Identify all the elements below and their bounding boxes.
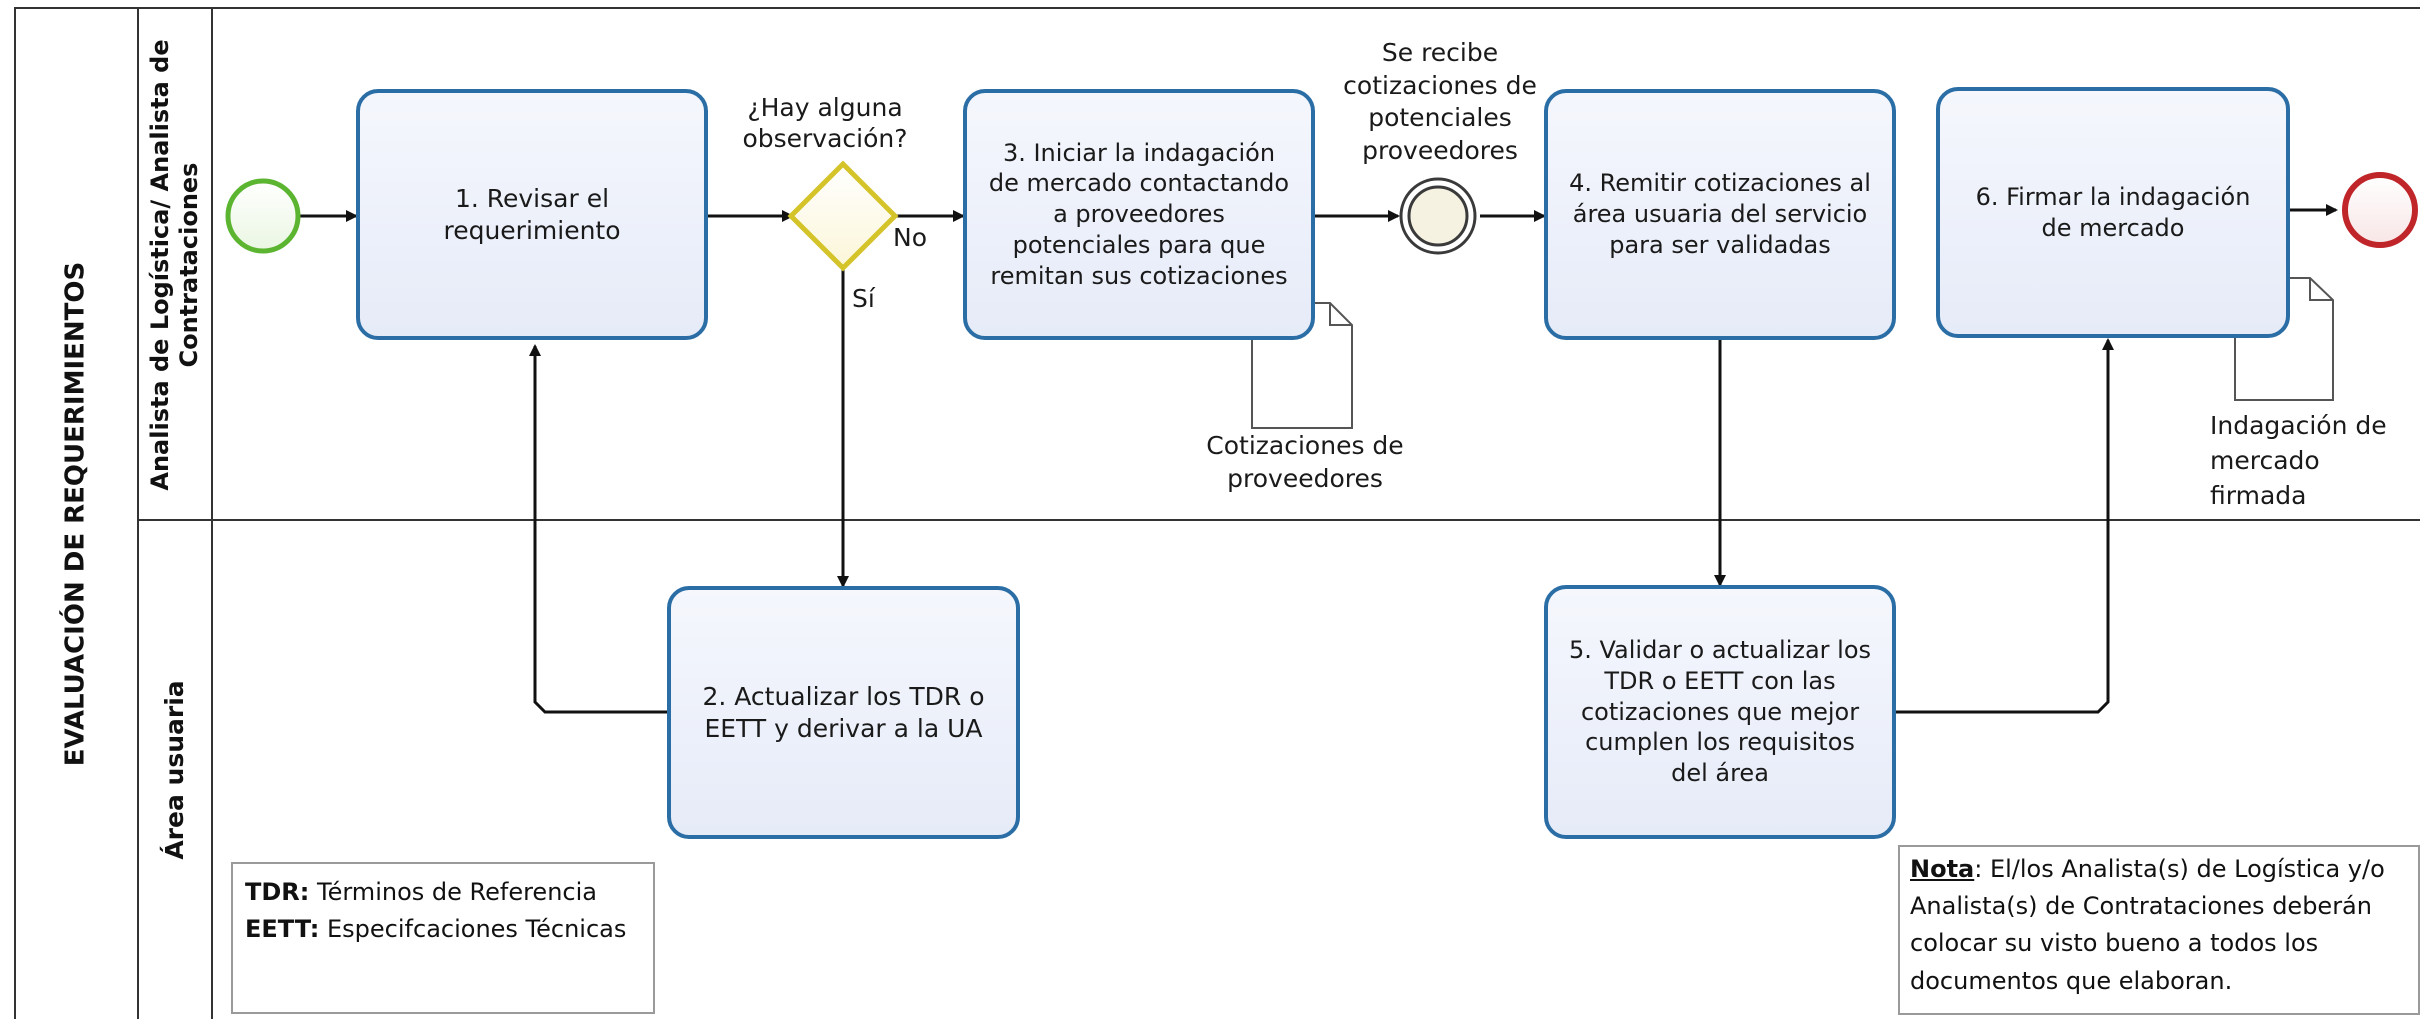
flow-t2-to-t1 xyxy=(529,344,667,714)
note-text: : El/los Analista(s) de Logística y/o An… xyxy=(1910,855,2385,995)
legend-eett-abbr: EETT: xyxy=(245,915,320,944)
legend-eett-row: EETT: Especifcaciones Técnicas xyxy=(245,911,641,948)
legend-tdr-text: Términos de Referencia xyxy=(317,878,597,906)
note-title: Nota xyxy=(1910,855,1975,883)
document-cotizaciones-label: Cotizaciones de proveedores xyxy=(1206,431,1404,493)
task-3-iniciar-indagacion[interactable]: 3. Iniciar la indagación de mercado cont… xyxy=(963,89,1315,340)
intermediate-event-label: Se recibe cotizaciones de potenciales pr… xyxy=(1343,38,1537,165)
end-event xyxy=(2342,172,2418,248)
pool-border xyxy=(14,7,2420,1019)
lane-title-area-usuaria: Área usuaria xyxy=(160,680,189,860)
document-indagacion-label: Indagación de mercado firmada xyxy=(2210,411,2387,510)
task-1-label: 1. Revisar el requerimiento xyxy=(443,183,621,245)
task-3-label: 3. Iniciar la indagación de mercado cont… xyxy=(988,138,1290,290)
task-2-label: 2. Actualizar los TDR o EETT y derivar a… xyxy=(702,681,985,743)
legend-tdr-abbr: TDR: xyxy=(245,878,310,906)
task-4-label: 4. Remitir cotizaciones al área usuaria … xyxy=(1569,169,1871,259)
intermediate-catch-event xyxy=(1399,177,1477,255)
task-4-remitir-cotizaciones[interactable]: 4. Remitir cotizaciones al área usuaria … xyxy=(1544,89,1896,340)
task-5-validar-actualizar[interactable]: 5. Validar o actualizar los TDR o EETT c… xyxy=(1544,585,1896,839)
legend-eett-text: Especifcaciones Técnicas xyxy=(327,915,627,944)
task-6-firmar-indagacion[interactable]: 6. Firmar la indagación de mercado xyxy=(1936,87,2290,338)
flow-t5-to-t6 xyxy=(1896,338,2114,714)
lane-title-logistica-line2: Contrataciones xyxy=(175,162,203,368)
legend-tdr-row: TDR: Términos de Referencia xyxy=(245,874,641,911)
task-6-label: 6. Firmar la indagación de mercado xyxy=(1975,182,2251,242)
exclusive-gateway xyxy=(787,160,899,272)
legend-box: TDR: Términos de Referencia EETT: Especi… xyxy=(231,862,655,1014)
sequence-flows xyxy=(300,204,2338,714)
lane-title-logistica-line1: Analista de Logística/ Analista de xyxy=(146,39,175,491)
gateway-no-label: No xyxy=(893,223,927,252)
task-1-revisar-requerimiento[interactable]: 1. Revisar el requerimiento xyxy=(356,89,708,340)
start-event xyxy=(225,178,301,254)
pool-title: EVALUACIÓN DE REQUERIMIENTOS xyxy=(60,261,91,767)
gateway-yes-label: Sí xyxy=(852,284,875,313)
task-5-label: 5. Validar o actualizar los TDR o EETT c… xyxy=(1568,636,1872,788)
lane-title-logistica: Analista de Logística/ Analista de Contr… xyxy=(146,39,204,490)
gateway-question: ¿Hay alguna observación? xyxy=(742,93,908,154)
task-2-actualizar-tdr[interactable]: 2. Actualizar los TDR o EETT y derivar a… xyxy=(667,586,1020,839)
note-box: Nota: El/los Analista(s) de Logística y/… xyxy=(1898,845,2420,1015)
